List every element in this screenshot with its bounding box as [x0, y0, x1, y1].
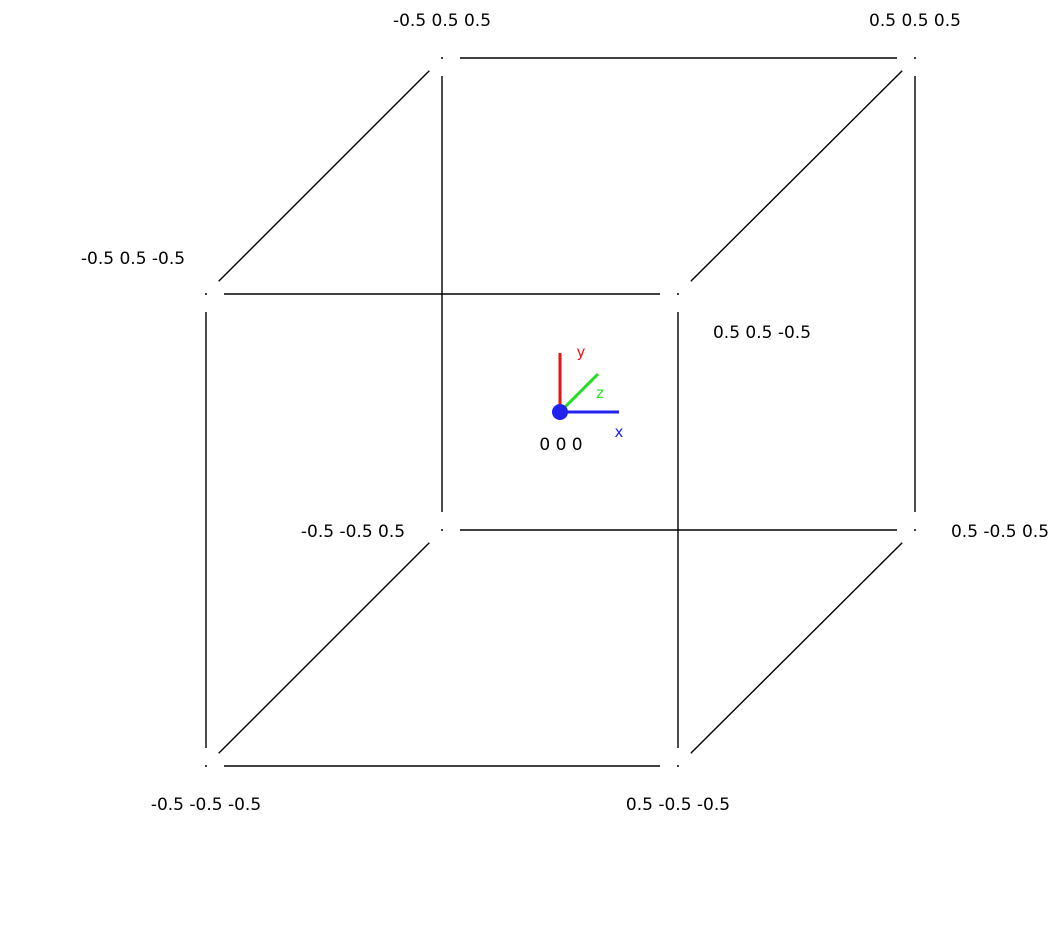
z-axis-label: z: [596, 384, 604, 402]
origin-marker: [552, 404, 568, 420]
vertex-dot-nnn: [205, 765, 207, 767]
vertex-label-ppn: 0.5 0.5 -0.5: [713, 323, 811, 343]
vertex-dot-ppp: [914, 57, 916, 59]
vertex-dot-npp: [441, 57, 443, 59]
vertex-dot-ppn: [677, 293, 679, 295]
vertex-label-ppp: 0.5 0.5 0.5: [869, 11, 961, 31]
origin-axes: y z x 0 0 0: [539, 343, 623, 455]
z-axis-line: [558, 372, 600, 414]
vertex-label-pnn: 0.5 -0.5 -0.5: [626, 795, 730, 815]
edges-layer: [205, 57, 916, 767]
vertex-label-nnn: -0.5 -0.5 -0.5: [151, 795, 261, 815]
cube-edge-npn-npp: [218, 70, 430, 282]
vertex-dot-nnp: [441, 529, 443, 531]
y-axis-label: y: [577, 343, 586, 361]
vertex-dots-layer: [205, 57, 916, 767]
vertex-labels-layer: -0.5 -0.5 -0.5 0.5 -0.5 -0.5 -0.5 0.5 -0…: [81, 11, 1049, 815]
cube-edge-ppn-ppp: [690, 70, 903, 282]
vertex-label-npp: -0.5 0.5 0.5: [393, 11, 491, 31]
vertex-label-pnp: 0.5 -0.5 0.5: [951, 522, 1049, 542]
vertex-label-nnp: -0.5 -0.5 0.5: [301, 522, 405, 542]
vertex-dot-pnn: [677, 765, 679, 767]
cube-edge-nnn-nnp: [218, 542, 430, 754]
cube-edge-pnn-pnp: [690, 542, 903, 754]
vertex-label-npn: -0.5 0.5 -0.5: [81, 249, 185, 269]
x-axis-label: x: [615, 423, 624, 441]
vertex-dot-npn: [205, 293, 207, 295]
vertex-dot-pnp: [914, 529, 916, 531]
origin-label: 0 0 0: [539, 435, 582, 455]
